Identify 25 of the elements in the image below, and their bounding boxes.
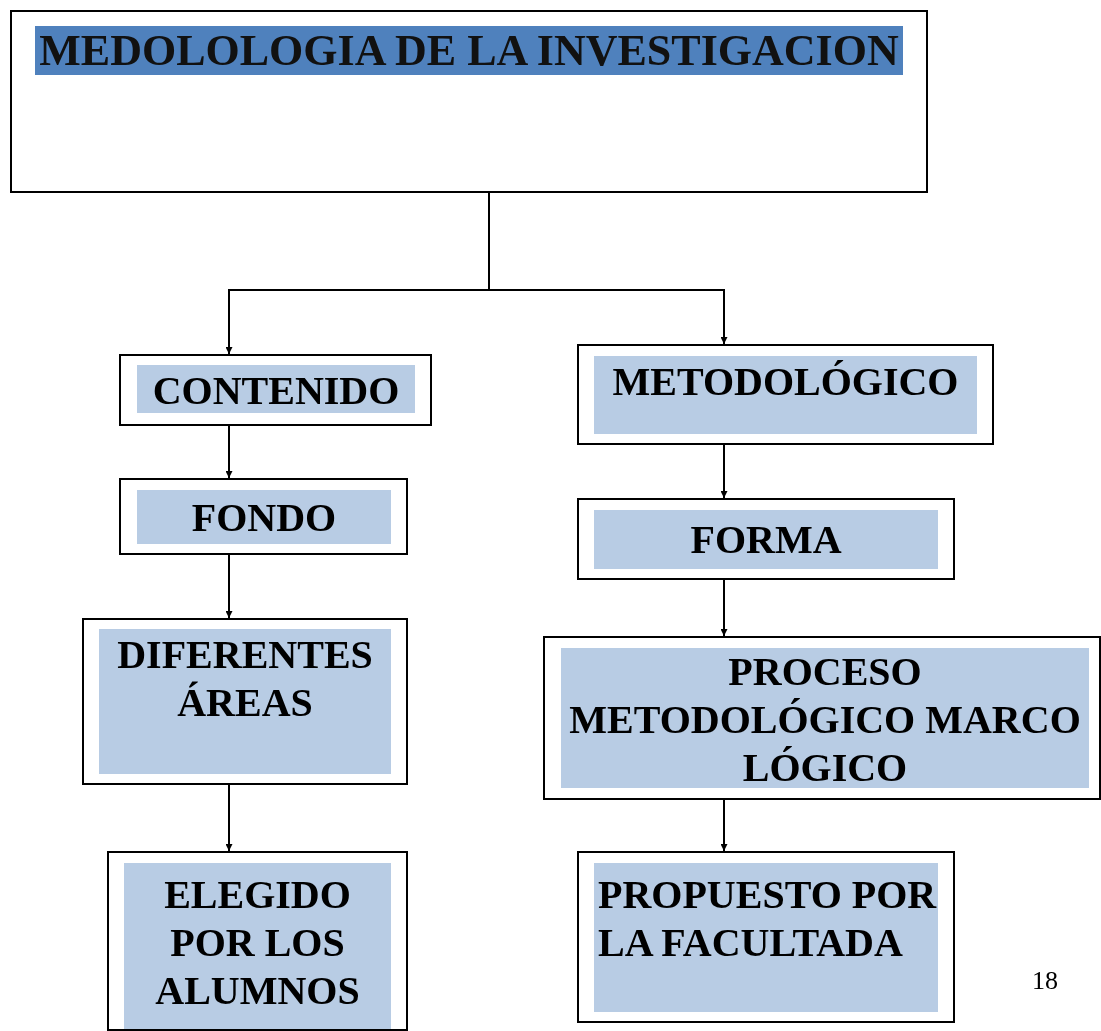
arrow	[225, 554, 233, 619]
arrow	[720, 799, 728, 852]
process-box	[577, 498, 955, 580]
node-label: PROPUESTO POR LA FACULTADA	[594, 863, 938, 1012]
node-label: METODOLÓGICO	[594, 356, 977, 434]
arrow	[720, 579, 728, 637]
process-box	[82, 618, 408, 785]
title-box	[10, 10, 928, 193]
process-box	[577, 851, 955, 1023]
node-label: FONDO	[137, 490, 391, 544]
arrow	[225, 425, 233, 479]
process-box	[107, 851, 408, 1031]
title-text: MEDOLOLOGIA DE LA INVESTIGACION	[35, 26, 903, 75]
node-label: DIFERENTES ÁREAS	[99, 629, 391, 774]
process-box	[543, 636, 1101, 800]
node-label: PROCESO METODOLÓGICO MARCO LÓGICO	[561, 648, 1089, 788]
process-box	[119, 478, 408, 555]
process-box	[577, 344, 994, 445]
node-label: CONTENIDO	[137, 365, 415, 413]
node-label: ELEGIDO POR LOS ALUMNOS	[124, 863, 391, 1029]
page-number: 18	[1032, 966, 1058, 996]
arrow	[720, 444, 728, 499]
arrow	[225, 784, 233, 852]
node-label: FORMA	[594, 510, 938, 569]
process-box	[119, 354, 432, 426]
